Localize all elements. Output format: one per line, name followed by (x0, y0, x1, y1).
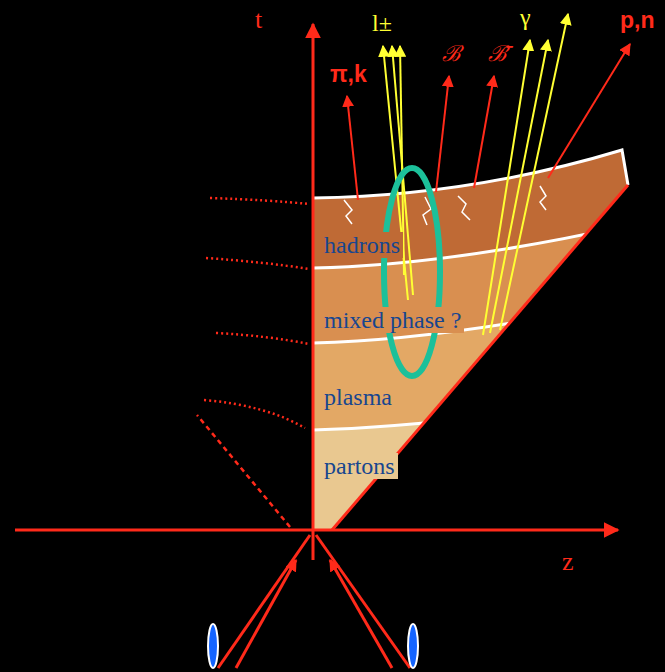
phase-label: mixed phase ? (321, 307, 464, 333)
photon-arrow (483, 40, 530, 335)
beam-line (316, 535, 410, 668)
beam-line (218, 535, 310, 668)
dotted-curve (206, 258, 309, 269)
axis-label: z (562, 548, 574, 577)
particle-label: γ (520, 4, 531, 30)
beam-line (330, 560, 392, 668)
zigzag (540, 186, 546, 210)
z-axis (15, 529, 618, 532)
cone-bands (300, 0, 660, 540)
hadrons-band (300, 0, 660, 268)
incoming-beams (218, 535, 410, 668)
photon-arrow (500, 14, 568, 330)
highlight-ellipse (384, 168, 440, 376)
dotted-curve (210, 198, 309, 204)
dotted-curve (216, 333, 309, 344)
zigzag (458, 196, 470, 220)
photon-arrow (490, 40, 548, 333)
axis-label: t (255, 6, 262, 35)
plasma-band (300, 0, 660, 430)
nucleus (208, 624, 218, 668)
beam-line (236, 560, 296, 668)
particle-label: ℬ̄ (488, 42, 506, 66)
zigzag (344, 200, 352, 224)
particle-label: π,k (330, 62, 367, 87)
electromagnetic-probes (383, 14, 568, 335)
particle-label: p,n (620, 8, 655, 33)
dotted-curve (204, 400, 305, 428)
t-axis (312, 24, 315, 560)
band-boundary (313, 218, 660, 268)
particle-arrow (474, 76, 494, 188)
nucleus (408, 624, 418, 668)
phase-label: plasma (321, 384, 395, 410)
particle-arrow (548, 44, 630, 178)
mixed-phase-band (300, 0, 660, 343)
dashed-light-line (197, 415, 290, 527)
particle-label: l± (372, 10, 392, 36)
freeze-out-surface (313, 150, 628, 198)
proper-time-curves (204, 198, 309, 428)
particle-arrow (347, 96, 358, 200)
phase-label: hadrons (321, 232, 403, 258)
particle-arrow (436, 76, 449, 192)
hadron-arrows (347, 44, 630, 200)
particle-label: ℬ (442, 42, 460, 66)
phase-label: partons (321, 453, 398, 479)
